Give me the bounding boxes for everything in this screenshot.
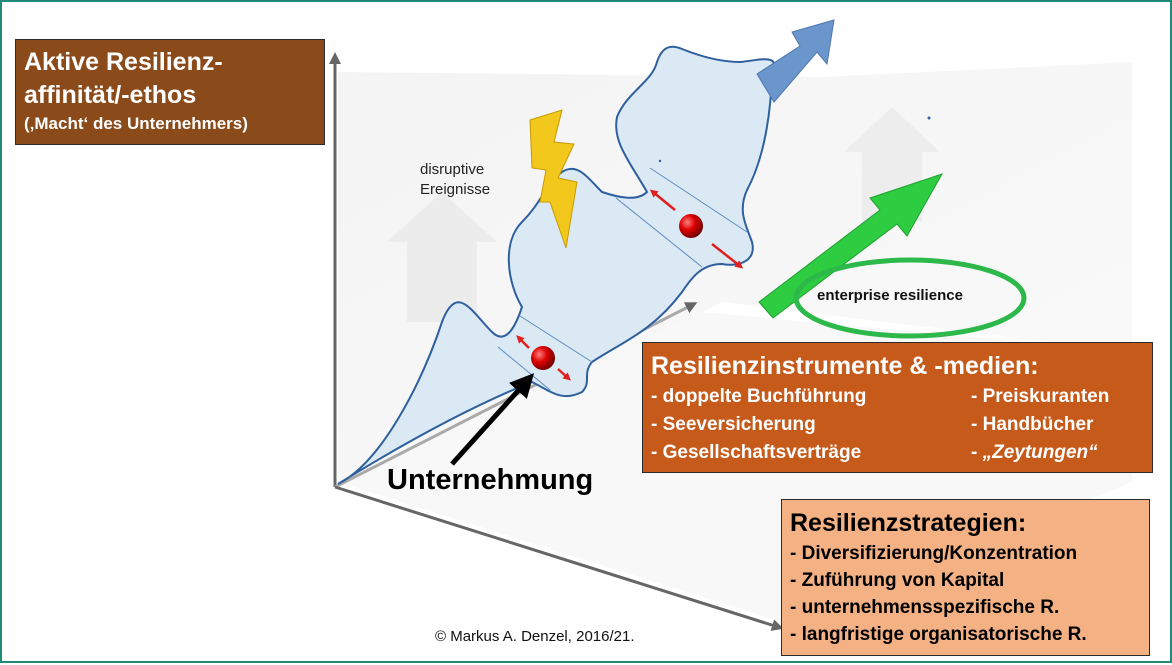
affinity-line-1: Aktive Resilienz- [24, 48, 223, 76]
disruptive-events-label: disruptive Ereignisse [420, 160, 490, 200]
red-arrow-upper-2 [711, 243, 744, 269]
ball-upper-icon [679, 214, 703, 238]
enterprise-resilience-ellipse [793, 257, 1027, 339]
instrument-item-prefix: - [971, 442, 983, 463]
strategies-title: Resilienzstrategien: [790, 509, 1027, 537]
strategy-item: - Zuführung von Kapital [790, 570, 1005, 591]
instrument-item: - Handbücher [971, 414, 1094, 435]
red-arrow-upper-1 [649, 189, 676, 211]
red-arrow-lower-2 [557, 368, 571, 381]
faint-arrow-left-icon [387, 192, 497, 322]
instruments-row: - Gesellschaftsverträge - „Zeytungen“ [651, 439, 1144, 467]
lightning-icon [529, 109, 578, 249]
dot-marker [927, 116, 931, 120]
unternehmung-pointer-arrow [450, 373, 535, 466]
strategy-item: - Diversifizierung/Konzentration [790, 543, 1078, 564]
disruptive-line-1: disruptive [420, 161, 485, 178]
instrument-item: - Seeversicherung [651, 414, 816, 435]
affinity-box: Aktive Resilienz- affinität/-ethos (‚Mac… [15, 39, 325, 145]
instrument-item: - doppelte Buchführung [651, 386, 867, 407]
instruments-title: Resilienzinstrumente & -medien: [651, 352, 1039, 380]
waist-line-upper [615, 197, 703, 268]
copyright-text: © Markus A. Denzel, 2016/21. [435, 628, 635, 645]
instrument-item: - Gesellschaftsverträge [651, 442, 862, 463]
instruments-box: Resilienzinstrumente & -medien: - doppel… [642, 342, 1153, 473]
enterprise-resilience-label: enterprise resilience [817, 287, 963, 304]
instruments-row: - doppelte Buchführung - Preiskuranten [651, 383, 1144, 411]
strategy-item: - langfristige organisatorische R. [790, 624, 1087, 645]
waist-line-lower-2 [519, 315, 593, 363]
x-axis [334, 485, 784, 631]
instrument-item: - Preiskuranten [971, 386, 1110, 407]
affinity-line-3: (‚Macht‘ des Unternehmers) [24, 114, 248, 133]
strategies-box: Resilienzstrategien: - Diversifizierung/… [781, 499, 1150, 656]
instrument-item: „Zeytungen“ [982, 442, 1098, 463]
strategy-item: - unternehmensspezifische R. [790, 597, 1060, 618]
unternehmung-label: Unternehmung [387, 464, 594, 496]
blue-up-arrow-icon [756, 19, 835, 103]
ball-lower-icon [531, 346, 555, 370]
waist-line-lower [497, 346, 551, 391]
resilience-funnel-shape [337, 45, 776, 485]
disruptive-line-2: Ereignisse [420, 181, 491, 198]
affinity-line-2: affinität/-ethos [24, 81, 197, 109]
red-arrow-lower-1 [516, 335, 530, 349]
waist-line-upper-2 [649, 167, 748, 233]
instruments-row: - Seeversicherung - Handbücher [651, 411, 1144, 439]
dot-marker [658, 159, 662, 163]
